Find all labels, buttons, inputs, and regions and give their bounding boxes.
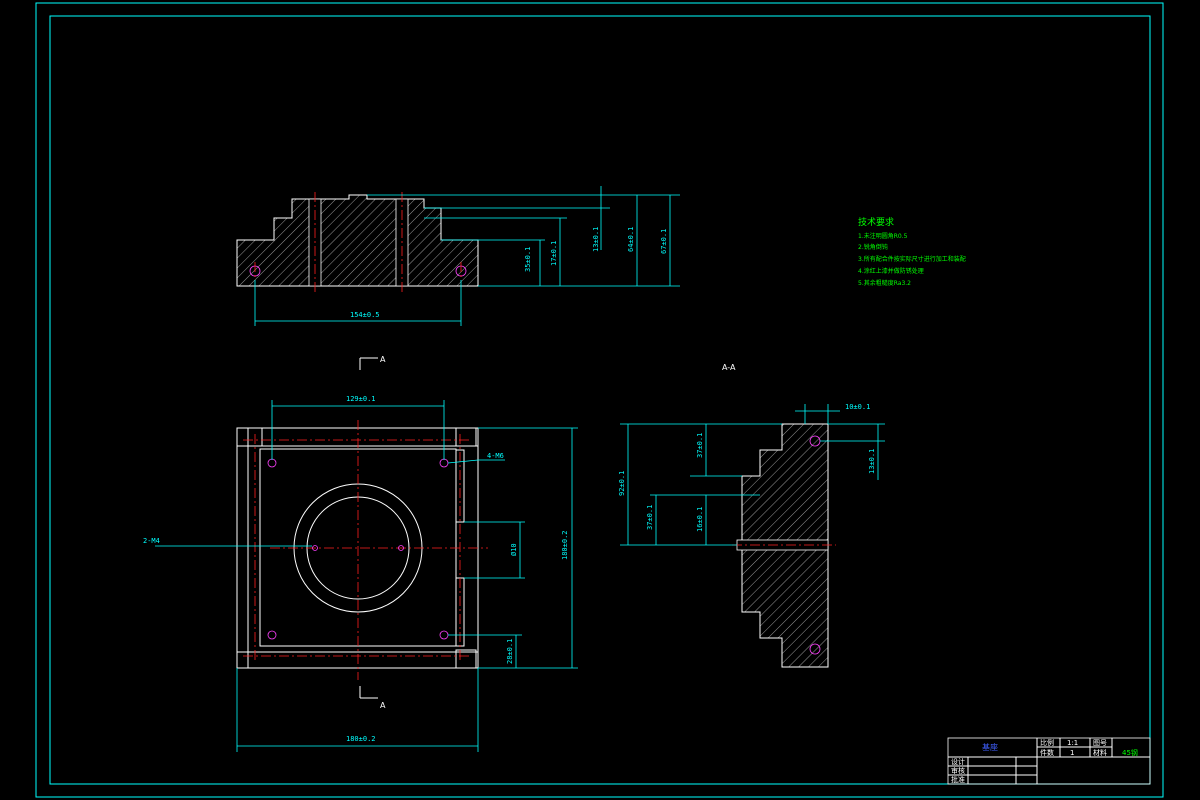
dim-plan-holes: 4-M6 — [487, 452, 504, 460]
drawing-no-label: 图号 — [1093, 739, 1107, 747]
qty-label: 件数 — [1040, 748, 1054, 757]
dim-top-width: 154±0.5 — [350, 311, 380, 319]
title-block: 基座 比例 1:1 图号 件数 1 材料 45钢 设计 审核 批准 — [947, 737, 1151, 785]
dim-plan-hole-span: 129±0.1 — [346, 395, 376, 403]
tech-req-item-1: 1.未注明圆角R0.5 — [858, 232, 908, 240]
dim-sec-right: 13±0.1 — [868, 449, 876, 474]
section-view — [732, 423, 836, 668]
plan-view — [236, 420, 488, 680]
dim-plan-offset: 28±0.1 — [506, 639, 514, 664]
material-value: 45钢 — [1122, 748, 1138, 757]
tech-req-item-2: 2.锐角倒钝 — [858, 243, 888, 251]
plan-hole-tl — [267, 458, 277, 468]
dim-plan-slot: Ø10 — [510, 543, 518, 556]
section-label-a-top: A — [380, 355, 386, 364]
dim-sec-h4: 16±0.1 — [696, 507, 704, 532]
dim-top-h4: 64±0.1 — [627, 227, 635, 252]
section-label-a-bottom: A — [380, 701, 386, 710]
checker-label: 审核 — [951, 766, 965, 775]
dim-sec-top: 10±0.1 — [845, 403, 870, 411]
qty-value: 1 — [1070, 749, 1074, 757]
front-view — [236, 192, 479, 292]
section-view-dims: 10±0.1 92±0.1 37±0.1 37±0.1 16±0.1 13±0.… — [618, 403, 885, 546]
tech-req-item-4: 4.涂红上漆并做防锈处理 — [858, 267, 924, 275]
approver-label: 批准 — [951, 775, 965, 784]
inner-frame — [49, 15, 1151, 785]
tech-req-item-5: 5.其余粗糙度Ra3.2 — [858, 279, 911, 287]
plan-hole-br — [439, 630, 449, 640]
plan-hole-bl — [267, 630, 277, 640]
material-label: 材料 — [1093, 748, 1107, 757]
tech-req-item-3: 3.所有配合件按实际尺寸进行加工和装配 — [858, 255, 966, 263]
plan-hole-m4-right — [398, 545, 404, 551]
dim-plan-hole-left: 2-M4 — [143, 537, 160, 545]
dim-top-h3: 13±0.1 — [592, 227, 600, 252]
scale-label: 比例 — [1040, 738, 1054, 747]
dim-plan-height: 180±0.2 — [561, 530, 569, 560]
front-view-dims: 154±0.5 35±0.1 17±0.1 13±0.1 64±0.1 67±0… — [254, 186, 680, 326]
part-name: 基座 — [982, 742, 998, 752]
plan-hole-m4-left — [312, 545, 318, 551]
section-view-label: A-A — [722, 363, 736, 372]
dim-plan-width: 180±0.2 — [346, 735, 376, 743]
dim-sec-h3: 37±0.1 — [646, 505, 654, 530]
plan-view-dims: 129±0.1 4-M6 2-M4 Ø10 180±0.2 28±0.1 180… — [143, 395, 578, 752]
tech-requirements: 技术要求 1.未注明圆角R0.5 2.锐角倒钝 3.所有配合件按实际尺寸进行加工… — [858, 216, 966, 287]
scale-value: 1:1 — [1067, 739, 1078, 747]
dim-top-h5: 67±0.1 — [660, 229, 668, 254]
front-view-hatch — [236, 194, 479, 287]
dim-top-h1: 35±0.1 — [524, 247, 532, 272]
dim-top-h2: 17±0.1 — [550, 241, 558, 266]
section-marks: A A A-A — [359, 355, 736, 710]
section-hole-bottom — [809, 643, 821, 655]
dim-sec-h2: 92±0.1 — [618, 471, 626, 496]
outer-frame — [35, 2, 1164, 798]
plan-hole-tr — [439, 458, 449, 468]
tech-req-title: 技术要求 — [858, 216, 894, 228]
designer-label: 设计 — [951, 757, 965, 766]
dim-sec-h1: 37±0.1 — [696, 433, 704, 458]
